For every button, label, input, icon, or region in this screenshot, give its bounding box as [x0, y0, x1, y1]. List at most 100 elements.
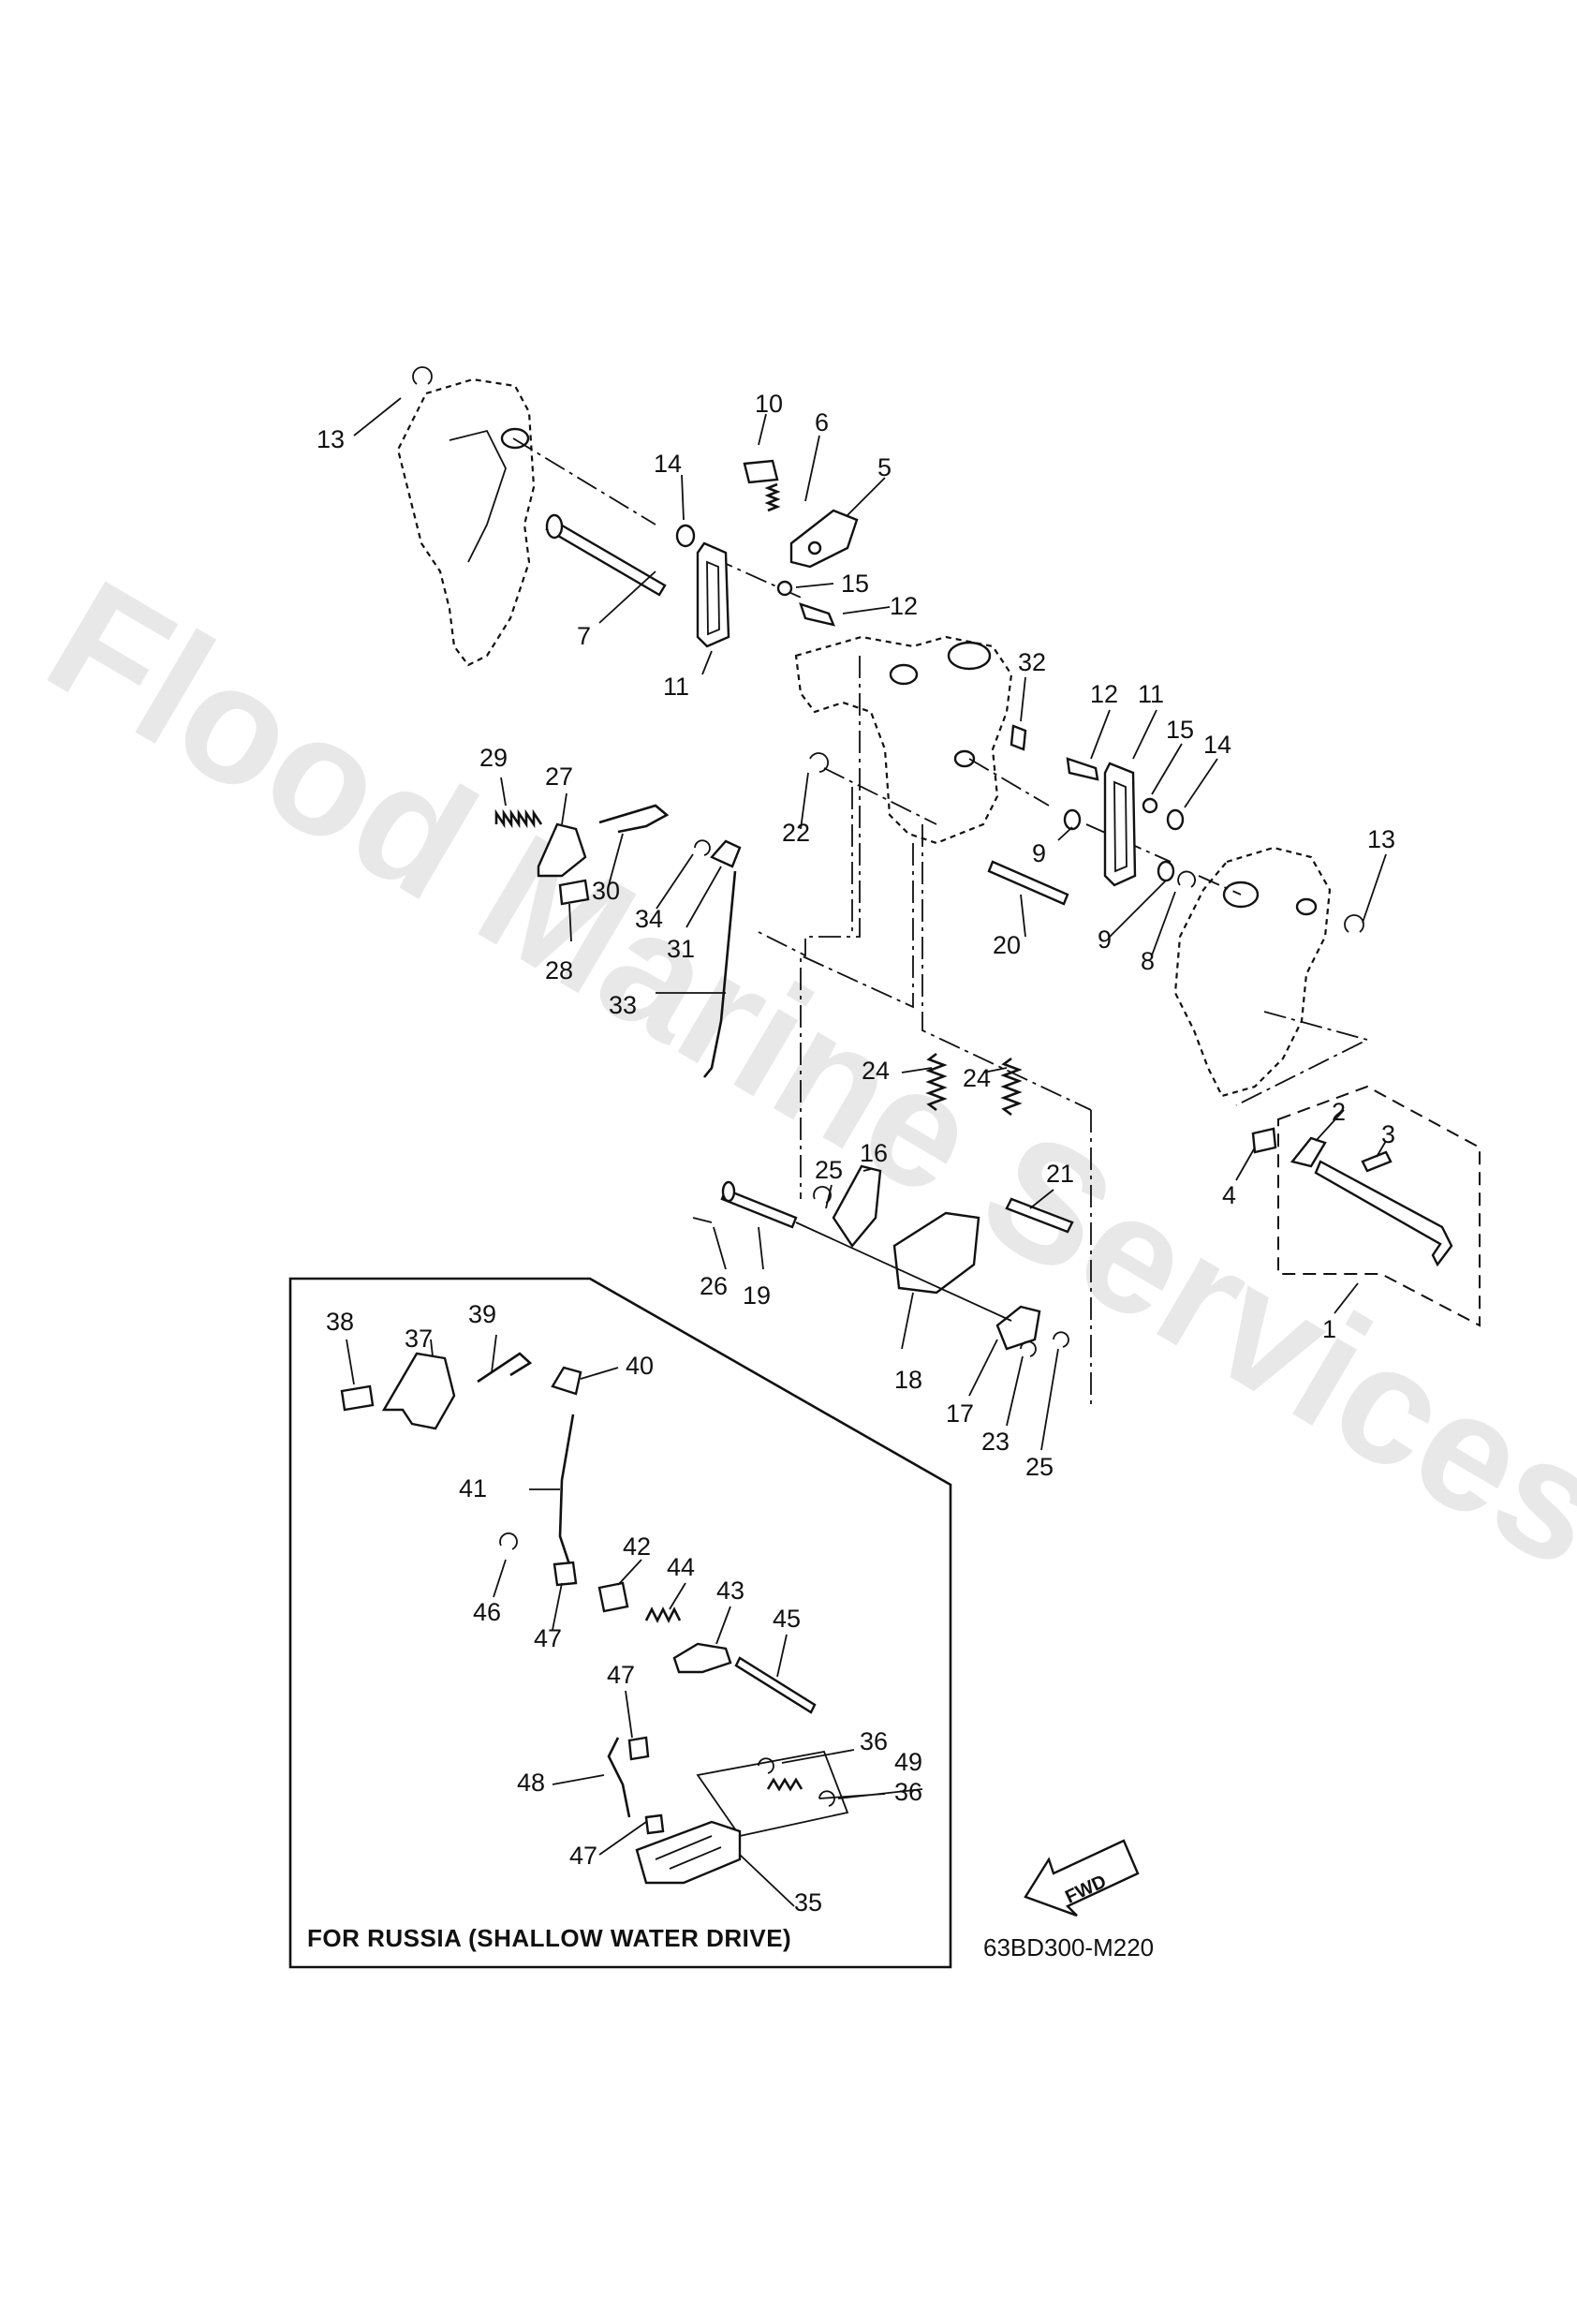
- fwd-arrow: FWD: [1024, 1839, 1140, 1917]
- lever-27: [537, 822, 587, 878]
- callout-18: 18: [894, 1366, 922, 1394]
- washer-14-right: [1166, 808, 1185, 831]
- callout-25-a: 25: [815, 1156, 843, 1184]
- pad-28: [558, 879, 590, 906]
- callout-37: 37: [405, 1325, 433, 1353]
- link-18: [892, 1211, 980, 1295]
- bolt-12-right: [1066, 757, 1099, 781]
- callout-47-b: 47: [607, 1661, 635, 1689]
- callout-49: 49: [894, 1748, 922, 1776]
- callout-25-b: 25: [1025, 1453, 1054, 1481]
- swivel-bracket: [794, 635, 1013, 845]
- pin-21: [1005, 1197, 1074, 1234]
- lever-37: [381, 1352, 456, 1430]
- callout-1: 1: [1322, 1315, 1336, 1343]
- callout-11-left: 11: [663, 673, 689, 701]
- callout-22: 22: [782, 819, 810, 847]
- callout-17: 17: [946, 1399, 974, 1428]
- link-11-left: [696, 541, 730, 648]
- washer-9-b: [1157, 860, 1175, 882]
- callout-40: 40: [626, 1352, 654, 1380]
- clip-25-b: [1053, 1331, 1069, 1348]
- left-clamp-bracket: [396, 377, 536, 667]
- callout-23: 23: [981, 1428, 1010, 1456]
- lever-17: [995, 1305, 1041, 1351]
- knob-4: [1251, 1127, 1277, 1154]
- callout-11-right: 11: [1138, 680, 1164, 708]
- clip-23: [1020, 1340, 1037, 1357]
- callout-36-b: 36: [894, 1778, 922, 1806]
- callout-13-left: 13: [317, 425, 345, 453]
- callout-42: 42: [623, 1532, 651, 1561]
- callout-5: 5: [877, 453, 892, 481]
- callout-31: 31: [667, 935, 695, 963]
- nut-15-right: [1142, 797, 1158, 814]
- callout-20: 20: [993, 931, 1021, 959]
- clip-46: [499, 1532, 518, 1550]
- clip-25-a: [813, 1186, 832, 1204]
- callout-30: 30: [592, 877, 620, 905]
- watermark: Flood Marine Services: [20, 544, 1577, 1603]
- callout-12-left: 12: [890, 592, 918, 620]
- nut-15-left: [776, 580, 793, 597]
- callout-13-right: 13: [1367, 825, 1395, 853]
- callout-16: 16: [860, 1139, 888, 1167]
- spring-24-b: [1000, 1057, 1023, 1117]
- lever-16: [832, 1164, 882, 1249]
- spring-39: [477, 1352, 533, 1384]
- callout-3: 3: [1381, 1120, 1395, 1148]
- clip-36-a: [758, 1757, 774, 1774]
- bolt-12-left: [799, 602, 836, 627]
- callout-38: 38: [326, 1308, 354, 1336]
- callout-47-c: 47: [569, 1842, 597, 1870]
- spring-6: [764, 482, 781, 512]
- russia-box-title: FOR RUSSIA (SHALLOW WATER DRIVE): [307, 1924, 791, 1952]
- spring-29: [494, 808, 543, 829]
- callout-45: 45: [773, 1605, 801, 1633]
- right-clamp-bracket: [1173, 846, 1332, 1098]
- callout-28: 28: [545, 956, 573, 984]
- callout-7: 7: [577, 622, 591, 650]
- callout-26: 26: [700, 1272, 728, 1300]
- callout-27: 27: [545, 762, 573, 791]
- callout-24-a: 24: [862, 1057, 890, 1085]
- callout-24-b: 24: [963, 1064, 991, 1092]
- clip-36-b: [818, 1790, 835, 1807]
- callout-48: 48: [517, 1769, 545, 1797]
- callout-15-right: 15: [1166, 716, 1194, 744]
- plate-35: [635, 1820, 742, 1885]
- washer-9-a: [1063, 808, 1082, 831]
- clip-34: [694, 839, 711, 856]
- part-1-box: [1277, 1085, 1481, 1327]
- rod-45: [734, 1656, 817, 1714]
- lever-43: [672, 1642, 732, 1674]
- callout-41: 41: [459, 1474, 487, 1502]
- callout-19: 19: [743, 1281, 771, 1310]
- plate-5: [789, 509, 859, 569]
- callout-14-right: 14: [1203, 731, 1231, 759]
- callout-44: 44: [667, 1553, 695, 1581]
- callout-39: 39: [468, 1300, 496, 1328]
- callout-32: 32: [1018, 648, 1046, 676]
- sleeve-42: [597, 1581, 629, 1613]
- clip-22: [809, 752, 830, 773]
- pad-38: [340, 1384, 375, 1412]
- spring-49: [766, 1777, 803, 1792]
- callout-2: 2: [1332, 1098, 1346, 1126]
- block-47-a: [553, 1561, 578, 1587]
- lever-40: [551, 1366, 582, 1396]
- callout-12-right: 12: [1090, 680, 1118, 708]
- callout-6: 6: [815, 408, 829, 437]
- callout-labels: 13 10 6 5 14 7 11 15 12 32 12 11 15 14 1…: [317, 390, 1395, 1917]
- link-48: [607, 1737, 631, 1818]
- spring-30: [598, 804, 670, 834]
- callout-33: 33: [609, 991, 637, 1019]
- callout-14-left: 14: [654, 450, 682, 478]
- callout-46: 46: [473, 1598, 501, 1626]
- callout-4: 4: [1222, 1181, 1236, 1209]
- spring-24-a: [925, 1052, 948, 1112]
- clip-8: [1177, 870, 1196, 888]
- callout-35: 35: [794, 1888, 822, 1917]
